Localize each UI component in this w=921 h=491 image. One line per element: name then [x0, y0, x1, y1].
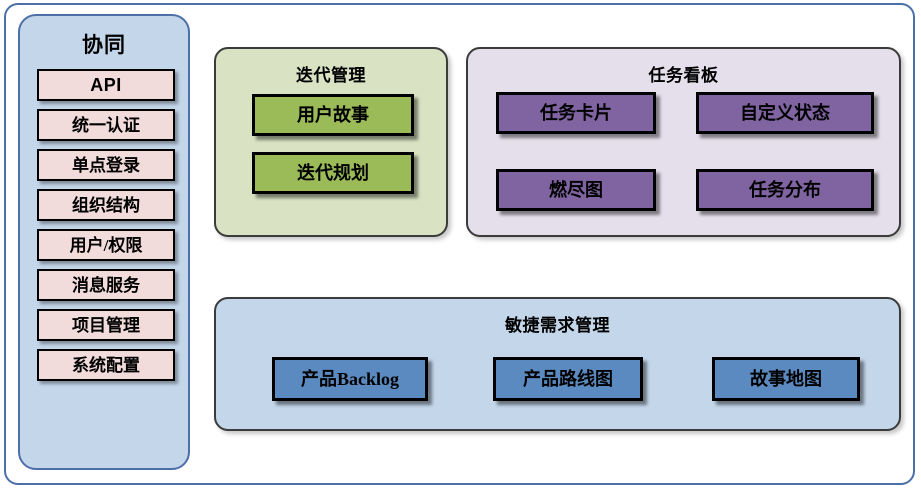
chip-label: 燃尽图 [549, 180, 603, 200]
sidebar-item-api[interactable]: API [37, 69, 175, 101]
sidebar-item-label: 单点登录 [72, 155, 140, 175]
sidebar-item-message-service[interactable]: 消息服务 [37, 269, 175, 301]
sidebar-item-label: 项目管理 [72, 315, 140, 335]
panel-task-board: 任务看板 任务卡片 自定义状态 燃尽图 任务分布 [466, 47, 901, 237]
chip-label: 产品Backlog [300, 369, 399, 389]
sidebar-item-project-management[interactable]: 项目管理 [37, 309, 175, 341]
panel-title-iteration-management: 迭代管理 [296, 66, 366, 85]
sidebar-item-label: API [90, 75, 122, 95]
sidebar-item-label: 用户/权限 [69, 235, 143, 255]
panel-agile-requirement-management: 敏捷需求管理 产品Backlog 产品路线图 故事地图 [214, 297, 901, 431]
chip-label: 迭代规划 [297, 163, 369, 183]
chip-label: 任务分布 [749, 180, 821, 200]
chip-label: 自定义状态 [740, 103, 830, 123]
chip-custom-status[interactable]: 自定义状态 [696, 92, 874, 134]
panel-iteration-management: 迭代管理 用户故事 迭代规划 [214, 47, 448, 237]
sidebar-item-system-config[interactable]: 系统配置 [37, 349, 175, 381]
chip-user-story[interactable]: 用户故事 [252, 94, 414, 136]
panel-title-task-board: 任务看板 [648, 66, 719, 85]
sidebar-item-org-structure[interactable]: 组织结构 [37, 189, 175, 221]
sidebar-item-label: 系统配置 [72, 355, 140, 375]
chip-label: 用户故事 [297, 105, 369, 125]
chip-task-distribution[interactable]: 任务分布 [696, 169, 874, 211]
chip-label: 故事地图 [750, 369, 822, 389]
chip-iteration-planning[interactable]: 迭代规划 [252, 152, 414, 194]
chip-task-card[interactable]: 任务卡片 [496, 92, 656, 134]
sidebar-item-label: 消息服务 [72, 275, 140, 295]
chip-product-roadmap[interactable]: 产品路线图 [493, 357, 643, 401]
chip-story-map[interactable]: 故事地图 [712, 357, 860, 401]
chip-burndown-chart[interactable]: 燃尽图 [496, 169, 656, 211]
sidebar-item-user-permission[interactable]: 用户/权限 [37, 229, 175, 261]
sidebar-item-label: 组织结构 [72, 195, 140, 215]
sidebar-item-list: API 统一认证 单点登录 组织结构 用户/权限 消息服务 项目管理 系统配置 [37, 69, 175, 389]
chip-product-backlog[interactable]: 产品Backlog [272, 357, 428, 401]
sidebar-item-label: 统一认证 [72, 115, 140, 135]
chip-label: 产品路线图 [523, 369, 613, 389]
sidebar-item-single-sign-on[interactable]: 单点登录 [37, 149, 175, 181]
chip-label: 任务卡片 [540, 103, 612, 123]
panel-title-agile-requirement-management: 敏捷需求管理 [505, 316, 610, 335]
sidebar-title: 协同 [82, 34, 126, 57]
sidebar-panel-collaboration: 协同 API 统一认证 单点登录 组织结构 用户/权限 消息服务 项目管理 [18, 14, 190, 470]
sidebar-item-unified-auth[interactable]: 统一认证 [37, 109, 175, 141]
